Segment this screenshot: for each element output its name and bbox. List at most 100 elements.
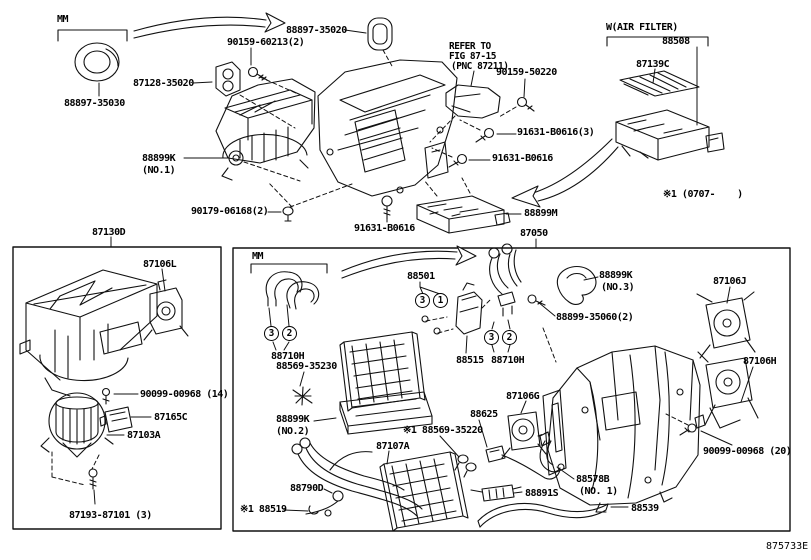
label-87103a: 87103A <box>127 430 161 441</box>
label-91631-b0616-3: 91631-B0616(3) <box>517 127 595 138</box>
callout-3-right: 3 <box>484 330 499 345</box>
note-air-filter: W(AIR FILTER) <box>606 22 678 33</box>
clip-90179-art <box>282 206 294 222</box>
screw-50220-art <box>516 96 535 112</box>
label-90159-60213: 90159-60213(2) <box>227 37 305 48</box>
label-88710h-right: 88710H <box>491 355 525 366</box>
label-88501: 88501 <box>407 271 435 282</box>
label-90099-00968-14: 90099-00968 (14) <box>140 389 229 400</box>
clamp-88519-art <box>308 505 332 517</box>
label-88897-35030: 88897-35030 <box>64 98 125 109</box>
mm-bracket-top <box>57 29 128 42</box>
callout-2-left: 2 <box>282 326 297 341</box>
callout-2-right: 2 <box>502 330 517 345</box>
label-88519: ※1 88519 <box>240 504 287 515</box>
label-87165c: 87165C <box>154 412 188 423</box>
resistor-art <box>99 406 133 433</box>
air-filter-bracket <box>606 36 709 47</box>
screw-87193-art <box>88 468 98 490</box>
flow-arrow-top <box>133 12 286 39</box>
callout-3-left: 3 <box>264 326 279 341</box>
label-87106j: 87106J <box>713 276 747 287</box>
label-90159-50220: 90159-50220 <box>496 67 557 78</box>
label-87130d: 87130D <box>92 227 126 238</box>
label-91631-b0616-b: 91631-B0616 <box>354 223 415 234</box>
label-87106g: 87106G <box>506 391 540 402</box>
leader-lines <box>93 29 754 512</box>
label-91631-b0616-a: 91631-B0616 <box>492 153 553 164</box>
grommet-88897-35020-art <box>367 17 393 51</box>
note-applicability: ※1 (0707- ) <box>663 189 743 200</box>
label-88899-35060: 88899-35060(2) <box>556 312 634 323</box>
note-mm-top: MM <box>57 14 69 25</box>
flow-arrow-mid <box>341 245 477 279</box>
label-88899k-no2: 88899K <box>276 414 310 425</box>
servo-h-art <box>697 351 759 429</box>
bolt-35060-art <box>527 294 546 306</box>
screw-00968-20-art <box>679 423 697 436</box>
label-87128-35020: 87128-35020 <box>133 78 194 89</box>
label-87139c: 87139C <box>636 59 670 70</box>
label-87106l: 87106L <box>143 259 177 270</box>
callout-1-mid: 1 <box>433 293 448 308</box>
figure-code: 875733E <box>766 541 809 552</box>
heater-hoses-art <box>265 271 320 310</box>
note-refer-to: REFER TO <box>449 41 491 52</box>
mm-bracket-mid <box>250 263 328 274</box>
label-88578b: 88578B <box>576 474 610 485</box>
pipes-right-art <box>488 243 522 317</box>
label-88899k-no1: 88899K <box>142 153 176 164</box>
blower-case-art <box>215 78 316 181</box>
note-refer-fig: FIG 87-15 <box>449 51 496 62</box>
label-88899k-no1-sub: (NO.1) <box>142 165 176 176</box>
clamp-88790d-art <box>305 490 344 515</box>
water-pipes-art <box>291 437 423 517</box>
screw-00968-14-art <box>101 387 111 405</box>
servo-j-art <box>696 291 756 359</box>
label-88899k-no3: 88899K <box>599 270 633 281</box>
evaporator-art <box>339 331 433 435</box>
hose-88539-art <box>477 502 609 528</box>
aspirator-art <box>470 484 522 502</box>
label-88508: 88508 <box>662 36 690 47</box>
nut-no1-art <box>228 150 244 166</box>
flow-arrow-filter <box>511 138 619 208</box>
label-88710h-left: 88710H <box>271 351 305 362</box>
label-87050: 87050 <box>520 228 548 239</box>
label-88897-35020: 88897-35020 <box>286 25 347 36</box>
servo-l-art <box>143 279 189 341</box>
label-88578b-sub: (NO. 1) <box>579 486 618 497</box>
label-88569-35230: 88569-35230 <box>276 361 337 372</box>
label-88515: 88515 <box>456 355 484 366</box>
clamp-35220-art <box>454 454 477 478</box>
hvac-case-art <box>317 59 458 197</box>
label-87106h: 87106H <box>743 356 777 367</box>
heater-core-art <box>379 451 469 532</box>
grommet-87128-art <box>215 61 241 97</box>
label-88899k-no2-sub: (NO.2) <box>276 426 310 437</box>
label-87193-87101: 87193-87101 (3) <box>69 510 152 521</box>
screw-60213-art <box>247 66 268 81</box>
hose-88578b-art <box>539 440 561 473</box>
air-filter-art <box>615 70 725 161</box>
label-88569-35220: ※1 88569-35220 <box>403 425 483 436</box>
label-88899k-no3-sub: (NO.3) <box>601 282 635 293</box>
label-88625: 88625 <box>470 409 498 420</box>
callout-3-mid: 3 <box>415 293 430 308</box>
duct-art <box>445 84 501 119</box>
clip-35230-art <box>292 386 313 406</box>
label-90099-00968-20: 90099-00968 (20) <box>703 446 792 457</box>
label-88891s: 88891S <box>525 488 559 499</box>
clamp-no3-art <box>556 265 597 305</box>
dashed-lines <box>51 49 689 486</box>
filter-case-art <box>416 195 511 234</box>
label-88899m: 88899M <box>524 208 558 219</box>
label-88539: 88539 <box>631 503 659 514</box>
label-87107a: 87107A <box>376 441 410 452</box>
heater-unit-art <box>539 345 706 513</box>
label-88790d: 88790D <box>290 483 324 494</box>
note-refer-pnc: (PNC 87211) <box>451 61 509 72</box>
servo-g-art <box>501 411 547 459</box>
